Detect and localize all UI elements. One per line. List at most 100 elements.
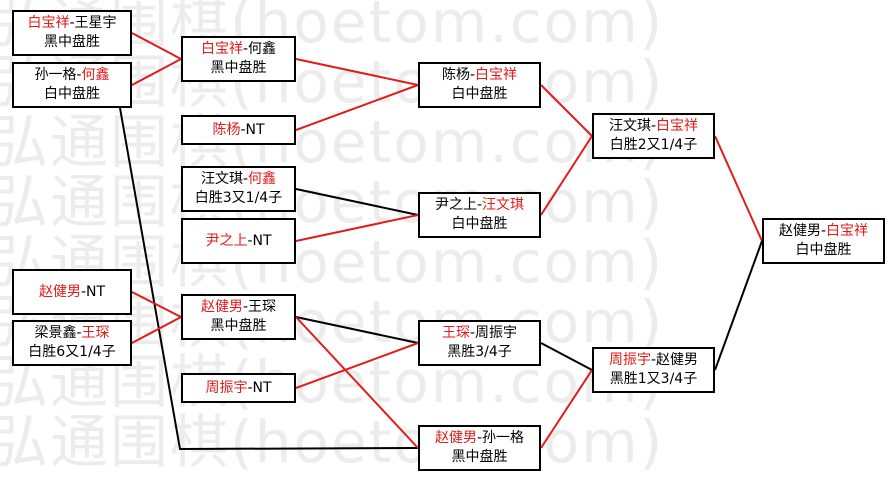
player-1-name: 汪文琪: [200, 171, 243, 187]
player-1-name: 白宝祥: [27, 15, 70, 31]
player-2-name: 王星宇: [74, 15, 117, 31]
match-box-r1a: 白宝祥-王星宇黑中盘胜: [12, 10, 132, 56]
player-2-name: 白宝祥: [475, 67, 518, 83]
match-result: 白中盘胜: [451, 216, 508, 232]
match-players: 周振宇-NT: [205, 379, 271, 398]
player-2-name: 何鑫: [248, 41, 277, 57]
match-players: 陈杨-白宝祥: [442, 66, 517, 85]
match-result: 黑中盘胜: [44, 34, 100, 50]
match-box-r2a: 白宝祥-何鑫黑中盘胜: [181, 36, 296, 82]
connector-r2c-r3b: [295, 188, 419, 216]
player-separator: -: [242, 171, 249, 187]
match-box-r3b: 尹之上-汪文琪白中盘胜: [418, 192, 541, 238]
match-players: 陈杨-NT: [212, 121, 264, 140]
connector-r2a-r3a: [295, 58, 419, 86]
player-2-name: 汪文琪: [482, 197, 525, 213]
match-result: 白胜6又1/4子: [28, 344, 116, 360]
connector-r2e-r3c: [295, 316, 419, 344]
player-1-name: 赵健男: [200, 299, 243, 315]
player-separator: -: [650, 352, 657, 368]
player-separator: -: [242, 41, 249, 57]
player-separator: -: [247, 379, 253, 396]
match-players: 尹之上-汪文琪: [435, 196, 524, 215]
match-box-r1d: 梁景鑫-王琛白胜6又1/4子: [12, 320, 132, 366]
connector-r4b-final: [714, 240, 763, 371]
player-separator: -: [247, 232, 253, 249]
match-players: 王琛-周振宇: [442, 324, 517, 343]
player-2-name: NT: [252, 232, 272, 249]
connector-r3b-r4a: [540, 135, 593, 216]
player-1-name: 尹之上: [434, 197, 477, 213]
player-2-name: 孙一格: [482, 430, 525, 446]
player-1-name: 梁景鑫: [34, 325, 77, 341]
match-players: 梁景鑫-王琛: [34, 324, 109, 343]
match-result: 黑胜3/4子: [447, 344, 512, 360]
connector-r1b-r3d: [119, 107, 419, 451]
player-2-name: 白宝祥: [826, 223, 869, 239]
player-2-name: 何鑫: [248, 171, 277, 187]
player-1-name: 周振宇: [608, 352, 651, 368]
match-result: 白中盘胜: [451, 86, 508, 102]
player-1-name: 赵健男: [434, 430, 477, 446]
player-2-name: NT: [245, 121, 265, 138]
connector-r1a-r2a: [131, 32, 182, 60]
match-result: 黑中盘胜: [451, 449, 508, 465]
match-result: 黑中盘胜: [210, 60, 267, 76]
match-box-r2d: 尹之上-NT: [181, 218, 296, 264]
match-box-r2e: 赵健男-王琛黑中盘胜: [181, 294, 296, 340]
player-2-name: 赵健男: [656, 352, 699, 368]
match-result: 白胜2又1/4子: [609, 137, 698, 153]
match-result: 白中盘胜: [795, 242, 852, 258]
connector-r2d-r3b: [295, 214, 419, 242]
match-players: 赵健男-白宝祥: [779, 222, 868, 241]
player-separator: -: [76, 67, 82, 83]
match-result: 黑中盘胜: [210, 318, 267, 334]
player-separator: -: [469, 67, 476, 83]
match-players: 赵健男-NT: [39, 283, 105, 302]
match-box-final: 赵健男-白宝祥白中盘胜: [762, 218, 885, 264]
player-1-name: 汪文琪: [608, 118, 651, 134]
connector-r3d-r4b: [540, 369, 593, 449]
player-separator: -: [80, 283, 87, 300]
player-1-name: 赵健男: [38, 283, 81, 300]
match-box-r2b: 陈杨-NT: [181, 115, 296, 145]
match-players: 汪文琪-何鑫: [201, 170, 276, 189]
player-1-name: 周振宇: [205, 379, 248, 396]
player-1-name: 白宝祥: [200, 41, 243, 57]
player-separator: -: [76, 325, 82, 341]
player-2-name: 周振宇: [475, 325, 518, 341]
player-2-name: 何鑫: [81, 67, 110, 83]
match-box-r4b: 周振宇-赵健男黑胜1又3/4子: [592, 347, 715, 393]
match-players: 汪文琪-白宝祥: [609, 117, 698, 136]
match-box-r3d: 赵健男-孙一格黑中盘胜: [418, 425, 541, 471]
player-1-name: 陈杨: [441, 67, 470, 83]
player-1-name: 王琛: [441, 325, 470, 341]
player-2-name: 白宝祥: [656, 118, 699, 134]
match-box-r1b: 孙一格-何鑫白中盘胜: [12, 62, 132, 108]
connector-r2f-r3c: [295, 342, 419, 389]
match-box-r2f: 周振宇-NT: [181, 373, 296, 403]
player-separator: -: [242, 299, 249, 315]
player-2-name: 王琛: [81, 325, 110, 341]
player-separator: -: [476, 430, 483, 446]
connector-r4a-final: [714, 135, 763, 242]
match-result: 黑胜1又3/4子: [609, 371, 698, 387]
match-box-r3a: 陈杨-白宝祥白中盘胜: [418, 62, 541, 108]
connector-r1c-r2e: [131, 291, 182, 318]
match-players: 孙一格-何鑫: [34, 66, 109, 85]
match-box-r1c: 赵健男-NT: [12, 269, 132, 315]
player-1-name: 尹之上: [205, 232, 248, 249]
player-separator: -: [69, 15, 75, 31]
connector-r3c-r4b: [540, 342, 593, 371]
player-1-name: 赵健男: [778, 223, 821, 239]
player-1-name: 孙一格: [34, 67, 77, 83]
player-separator: -: [476, 197, 483, 213]
player-2-name: 王琛: [248, 299, 277, 315]
connector-r1d-r2e: [131, 316, 182, 344]
player-separator: -: [469, 325, 476, 341]
match-players: 尹之上-NT: [205, 232, 271, 251]
player-2-name: NT: [252, 379, 272, 396]
player-separator: -: [650, 118, 657, 134]
match-box-r3c: 王琛-周振宇黑胜3/4子: [418, 320, 541, 366]
